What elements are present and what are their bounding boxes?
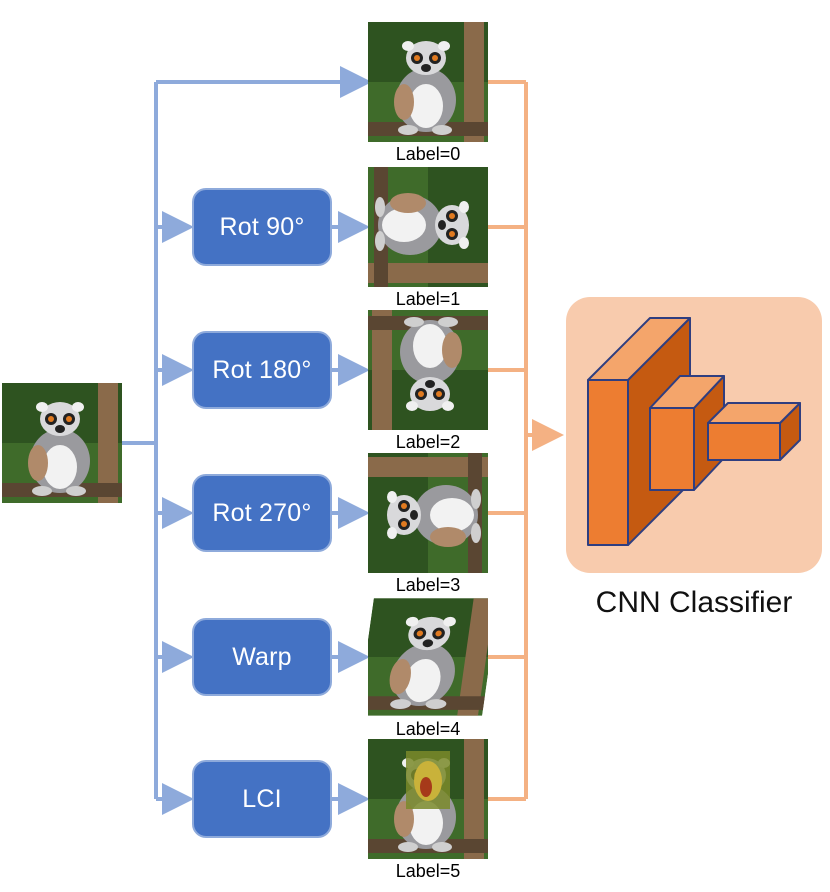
output-label-0: Label=0 bbox=[395, 144, 461, 164]
op-box-lci: LCI bbox=[192, 760, 332, 838]
output-image-0 bbox=[368, 22, 488, 142]
op-box-warp: Warp bbox=[192, 618, 332, 696]
output-image-4 bbox=[368, 597, 488, 717]
op-box-rot-270: Rot 270° bbox=[192, 474, 332, 552]
output-image-5 bbox=[368, 739, 488, 859]
output-label-5: Label=5 bbox=[395, 861, 461, 881]
blue-arrow-network bbox=[121, 66, 372, 815]
input-lemur-image bbox=[2, 383, 122, 503]
output-image-1 bbox=[368, 167, 488, 287]
output-label-3: Label=3 bbox=[395, 575, 461, 595]
output-label-2: Label=2 bbox=[395, 432, 461, 452]
output-image-2 bbox=[368, 310, 488, 430]
cnn-icon bbox=[587, 317, 801, 546]
op-box-rot-180: Rot 180° bbox=[192, 331, 332, 409]
orange-collector bbox=[488, 80, 564, 801]
output-label-1: Label=1 bbox=[395, 289, 461, 309]
output-label-4: Label=4 bbox=[395, 719, 461, 739]
output-image-3 bbox=[368, 453, 488, 573]
op-box-rot-90: Rot 90° bbox=[192, 188, 332, 266]
cnn-classifier-title: CNN Classifier bbox=[595, 586, 793, 619]
